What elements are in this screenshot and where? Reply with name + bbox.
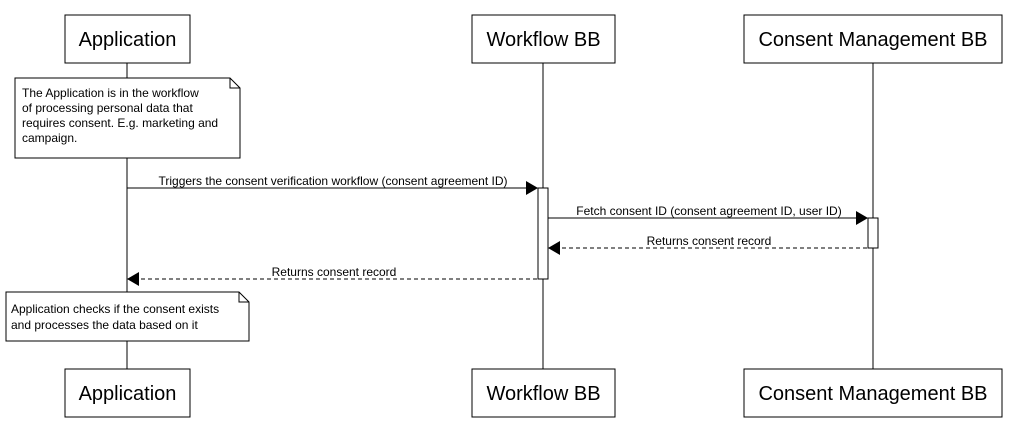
message-label: Returns consent record bbox=[647, 234, 772, 248]
participant-label: Application bbox=[79, 29, 177, 51]
participant-label: Consent Management BB bbox=[758, 383, 987, 405]
message-label: Triggers the consent verification workfl… bbox=[158, 174, 507, 188]
message-fetch-consent: Fetch consent ID (consent agreement ID, … bbox=[548, 204, 868, 225]
participant-consent-bottom: Consent Management BB bbox=[743, 368, 1003, 418]
participant-label: Workflow BB bbox=[486, 29, 600, 51]
participant-application-bottom: Application bbox=[64, 368, 191, 418]
message-label: Fetch consent ID (consent agreement ID, … bbox=[576, 204, 841, 218]
participant-application-top: Application bbox=[64, 14, 191, 64]
message-trigger-verification: Triggers the consent verification workfl… bbox=[127, 174, 538, 195]
note-line: The Application is in the workflow bbox=[22, 86, 199, 100]
participant-label: Consent Management BB bbox=[758, 29, 987, 51]
note-line: and processes the data based on it bbox=[11, 318, 198, 332]
note-line: Application checks if the consent exists bbox=[11, 302, 219, 316]
participant-consent-top: Consent Management BB bbox=[743, 14, 1003, 64]
message-return-consent-to-application: Returns consent record bbox=[127, 265, 537, 286]
participant-label: Workflow BB bbox=[486, 383, 600, 405]
activation-workflow bbox=[537, 187, 549, 280]
activation-consent bbox=[867, 217, 879, 249]
note-line: campaign. bbox=[22, 131, 77, 145]
participant-workflow-bottom: Workflow BB bbox=[471, 368, 616, 418]
note-line: of processing personal data that bbox=[22, 101, 193, 115]
message-label: Returns consent record bbox=[272, 265, 397, 279]
participant-workflow-top: Workflow BB bbox=[471, 14, 616, 64]
message-return-consent-to-workflow: Returns consent record bbox=[548, 234, 867, 255]
participant-label: Application bbox=[79, 383, 177, 405]
note-line: requires consent. E.g. marketing and bbox=[22, 116, 218, 130]
note-workflow-context: The Application is in the workflow of pr… bbox=[14, 77, 241, 159]
note-application-check: Application checks if the consent exists… bbox=[5, 291, 250, 342]
